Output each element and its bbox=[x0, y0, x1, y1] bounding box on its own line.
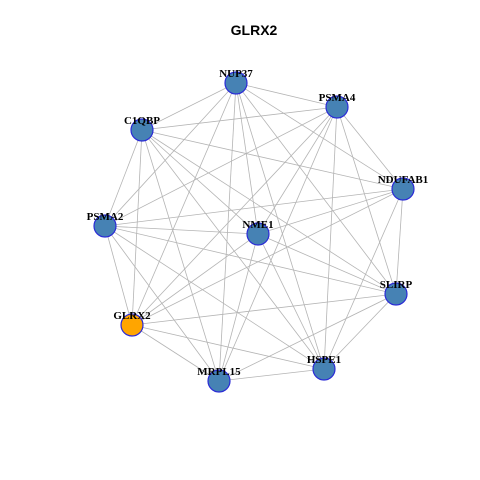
edge-psma2-glrx2 bbox=[104, 225, 133, 326]
node-label-psma2: PSMA2 bbox=[87, 211, 124, 223]
edge-nup37-glrx2 bbox=[131, 82, 237, 326]
edge-slirp-glrx2 bbox=[131, 293, 397, 326]
edge-nup37-nme1 bbox=[235, 82, 259, 235]
node-mrpl15 bbox=[207, 369, 231, 393]
edge-ndufab1-nme1 bbox=[257, 188, 404, 235]
edge-nme1-hspe1 bbox=[257, 233, 325, 370]
edge-nup37-psma2 bbox=[104, 82, 237, 227]
edge-psma2-slirp bbox=[104, 225, 397, 295]
node-label-mrpl15: MRPL15 bbox=[197, 366, 241, 378]
node-label-c1qbp: C1QBP bbox=[124, 115, 160, 127]
node-glrx2 bbox=[120, 313, 144, 337]
node-label-hspe1: HSPE1 bbox=[307, 354, 341, 366]
edge-psma2-nme1 bbox=[104, 225, 259, 235]
node-label-psma4: PSMA4 bbox=[319, 92, 356, 104]
edge-c1qbp-nme1 bbox=[141, 129, 259, 235]
edge-nup37-c1qbp bbox=[141, 82, 237, 131]
edge-slirp-mrpl15 bbox=[218, 293, 397, 382]
edge-psma4-c1qbp bbox=[141, 106, 338, 131]
edge-ndufab1-psma2 bbox=[104, 188, 404, 227]
edge-ndufab1-hspe1 bbox=[323, 188, 404, 370]
node-label-nup37: NUP37 bbox=[219, 68, 253, 80]
node-slirp bbox=[384, 282, 408, 306]
edge-nup37-mrpl15 bbox=[218, 82, 237, 382]
edge-ndufab1-slirp bbox=[395, 188, 404, 295]
edge-psma4-psma2 bbox=[104, 106, 338, 227]
edge-c1qbp-hspe1 bbox=[141, 129, 325, 370]
edge-nme1-slirp bbox=[257, 233, 397, 295]
edge-nme1-glrx2 bbox=[131, 233, 259, 326]
edge-slirp-hspe1 bbox=[323, 293, 397, 370]
edge-nup37-ndufab1 bbox=[235, 82, 404, 190]
edges-layer bbox=[104, 82, 404, 382]
diagram-title: GLRX2 bbox=[231, 22, 278, 38]
edge-c1qbp-mrpl15 bbox=[141, 129, 220, 382]
node-label-nme1: NME1 bbox=[242, 219, 273, 231]
node-c1qbp bbox=[130, 118, 154, 142]
edge-c1qbp-psma2 bbox=[104, 129, 143, 227]
edge-hspe1-mrpl15 bbox=[218, 368, 325, 382]
node-psma4 bbox=[325, 95, 349, 119]
node-ndufab1 bbox=[391, 177, 415, 201]
node-nup37 bbox=[224, 71, 248, 95]
edge-c1qbp-slirp bbox=[141, 129, 397, 295]
node-hspe1 bbox=[312, 357, 336, 381]
edge-glrx2-hspe1 bbox=[131, 324, 325, 370]
edge-psma4-hspe1 bbox=[323, 106, 338, 370]
edge-psma2-hspe1 bbox=[104, 225, 325, 370]
edge-psma4-nme1 bbox=[257, 106, 338, 235]
edge-psma4-mrpl15 bbox=[218, 106, 338, 382]
edge-nme1-mrpl15 bbox=[218, 233, 259, 382]
edge-psma4-ndufab1 bbox=[336, 106, 404, 190]
node-psma2 bbox=[93, 214, 117, 238]
node-label-glrx2: GLRX2 bbox=[113, 310, 151, 322]
edge-psma4-glrx2 bbox=[131, 106, 338, 326]
node-nme1 bbox=[246, 222, 270, 246]
edge-nup37-hspe1 bbox=[235, 82, 325, 370]
edge-nup37-psma4 bbox=[235, 82, 338, 108]
edge-c1qbp-ndufab1 bbox=[141, 129, 404, 190]
node-label-slirp: SLIRP bbox=[380, 279, 413, 291]
edge-ndufab1-glrx2 bbox=[131, 188, 404, 326]
edge-glrx2-mrpl15 bbox=[131, 324, 220, 382]
edge-nup37-slirp bbox=[235, 82, 397, 295]
nodes-layer bbox=[93, 71, 415, 393]
node-label-ndufab1: NDUFAB1 bbox=[378, 174, 429, 186]
